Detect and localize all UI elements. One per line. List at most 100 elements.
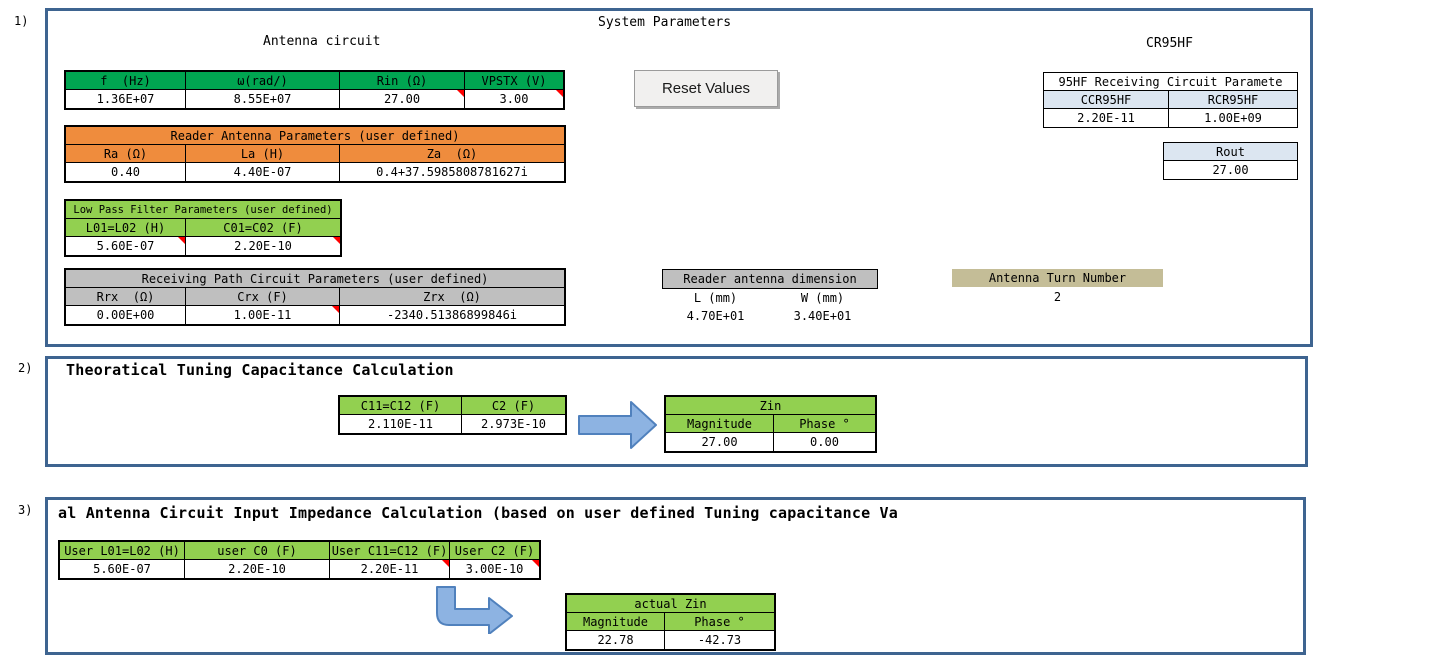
- cell-text: 3.00E-10: [465, 562, 524, 576]
- antenna-dimension-title: Reader antenna dimension: [663, 270, 877, 288]
- comment-indicator: [556, 90, 563, 97]
- cell-user-l01-value[interactable]: 5.60E-07: [60, 560, 185, 578]
- antenna-dimension-values: 4.70E+01 3.40E+01: [662, 307, 876, 325]
- cell-omega-value[interactable]: 8.55E+07: [186, 90, 340, 108]
- cell-c2-value: 2.973E-10: [462, 415, 565, 433]
- comment-indicator: [178, 237, 185, 244]
- header-zin-phase: Phase °: [774, 415, 875, 433]
- header-omega: ω(rad/): [186, 72, 340, 90]
- right-arrow-icon: [578, 399, 658, 455]
- cell-text: 2.20E-11: [360, 562, 419, 576]
- header-c2: C2 (F): [462, 397, 565, 415]
- cell-text: 3.00: [499, 92, 529, 106]
- reset-values-button[interactable]: Reset Values: [634, 70, 778, 107]
- cr95hf-table: 95HF Receiving Circuit Paramete CCR95HF …: [1043, 72, 1298, 128]
- low-pass-title: Low Pass Filter Parameters (user defined…: [66, 201, 340, 219]
- actual-zin-table: actual Zin Magnitude Phase ° 22.78 -42.7…: [565, 593, 776, 651]
- cell-text: 27.00: [383, 92, 421, 106]
- comment-indicator: [457, 90, 464, 97]
- cell-user-c2-value[interactable]: 3.00E-10: [450, 560, 539, 578]
- header-za: Za (Ω): [340, 145, 564, 163]
- cell-crx-value[interactable]: 1.00E-11: [186, 306, 340, 324]
- comment-indicator: [332, 306, 339, 313]
- cell-zin-magnitude: 27.00: [666, 433, 774, 451]
- label-W-mm: W (mm): [800, 291, 845, 305]
- cell-user-c11-value[interactable]: 2.20E-11: [330, 560, 450, 578]
- header-vpstx: VPSTX (V): [465, 72, 563, 90]
- header-actual-zin-magnitude: Magnitude: [567, 613, 665, 631]
- cell-c01-value[interactable]: 2.20E-10: [186, 237, 340, 255]
- antenna-turn-value[interactable]: 2: [1053, 290, 1062, 304]
- antenna-turn-title: Antenna Turn Number: [952, 269, 1163, 287]
- receiving-path-table: Receiving Path Circuit Parameters (user …: [64, 268, 566, 326]
- cell-text: 2.20E-10: [234, 239, 292, 253]
- tuning-capacitance-table: C11=C12 (F) C2 (F) 2.110E-11 2.973E-10: [338, 395, 567, 435]
- section-1-number: 1): [14, 14, 29, 28]
- header-f: f (Hz): [66, 72, 186, 90]
- cell-c11-c12-value: 2.110E-11: [340, 415, 462, 433]
- header-zrx: Zrx (Ω): [340, 288, 564, 306]
- section-2-title: Theoratical Tuning Capacitance Calculati…: [66, 361, 454, 379]
- reader-antenna-table: Reader Antenna Parameters (user defined)…: [64, 125, 566, 183]
- comment-indicator: [442, 560, 449, 567]
- header-l01: L01=L02 (H): [66, 219, 186, 237]
- cell-ra-value[interactable]: 0.40: [66, 163, 186, 181]
- user-capacitance-table: User L01=L02 (H) user C0 (F) User C11=C1…: [58, 540, 541, 580]
- label-L-mm: L (mm): [693, 291, 738, 305]
- cell-rout-value[interactable]: 27.00: [1164, 161, 1297, 179]
- cell-zrx-value: -2340.51386899846i: [340, 306, 564, 324]
- header-rcr95hf: RCR95HF: [1169, 91, 1297, 109]
- cell-f-value[interactable]: 1.36E+07: [66, 90, 186, 108]
- cell-actual-zin-phase: -42.73: [665, 631, 774, 649]
- header-zin-magnitude: Magnitude: [666, 415, 774, 433]
- antenna-circuit-label: Antenna circuit: [263, 34, 381, 49]
- header-crx: Crx (F): [186, 288, 340, 306]
- cell-za-value: 0.4+37.5985808781627i: [340, 163, 564, 181]
- header-user-c11: User C11=C12 (F): [330, 542, 450, 560]
- cell-rin-value[interactable]: 27.00: [340, 90, 465, 108]
- header-c11-c12: C11=C12 (F): [340, 397, 462, 415]
- elbow-arrow-icon: [436, 586, 514, 638]
- cell-rcr95hf-value[interactable]: 1.00E+09: [1169, 109, 1297, 127]
- cell-ccr95hf-value[interactable]: 2.20E-11: [1044, 109, 1169, 127]
- header-ra: Ra (Ω): [66, 145, 186, 163]
- cell-vpstx-value[interactable]: 3.00: [465, 90, 563, 108]
- cell-user-c0-value[interactable]: 2.20E-10: [185, 560, 330, 578]
- header-user-l01: User L01=L02 (H): [60, 542, 185, 560]
- header-user-c0: user C0 (F): [185, 542, 330, 560]
- header-actual-zin-phase: Phase °: [665, 613, 774, 631]
- antenna-dimension-labels: L (mm) W (mm): [662, 289, 876, 307]
- comment-indicator: [532, 560, 539, 567]
- cell-text: 1.00E-11: [233, 308, 292, 322]
- actual-zin-title: actual Zin: [567, 595, 774, 613]
- receiving-path-title: Receiving Path Circuit Parameters (user …: [66, 270, 564, 288]
- rout-table: Rout 27.00: [1163, 142, 1298, 180]
- section-3-number: 3): [18, 503, 33, 517]
- zin-title: Zin: [666, 397, 875, 415]
- header-user-c2: User C2 (F): [450, 542, 539, 560]
- cr95hf-table-title: 95HF Receiving Circuit Paramete: [1044, 73, 1297, 91]
- header-la: La (H): [186, 145, 340, 163]
- cell-actual-zin-magnitude: 22.78: [567, 631, 665, 649]
- cell-text: 5.60E-07: [96, 239, 155, 253]
- cell-zin-phase: 0.00: [774, 433, 875, 451]
- cell-l01-value[interactable]: 5.60E-07: [66, 237, 186, 255]
- rout-title: Rout: [1164, 143, 1297, 161]
- cell-L-value[interactable]: 4.70E+01: [686, 309, 745, 323]
- reader-antenna-title: Reader Antenna Parameters (user defined): [66, 127, 564, 145]
- system-parameters-table: f (Hz) ω(rad/) Rin (Ω) VPSTX (V) 1.36E+0…: [64, 70, 565, 110]
- cell-la-value[interactable]: 4.40E-07: [186, 163, 340, 181]
- header-ccr95hf: CCR95HF: [1044, 91, 1169, 109]
- zin-table: Zin Magnitude Phase ° 27.00 0.00: [664, 395, 877, 453]
- antenna-dimension-header: Reader antenna dimension: [662, 269, 878, 289]
- cr95hf-label: CR95HF: [1146, 36, 1193, 51]
- section-1-title: System Parameters: [598, 15, 732, 30]
- comment-indicator: [333, 237, 340, 244]
- cell-W-value[interactable]: 3.40E+01: [793, 309, 852, 323]
- cell-rrx-value[interactable]: 0.00E+00: [66, 306, 186, 324]
- low-pass-filter-table: Low Pass Filter Parameters (user defined…: [64, 199, 342, 257]
- section-3-title: al Antenna Circuit Input Impedance Calcu…: [58, 504, 898, 522]
- header-c01: C01=C02 (F): [186, 219, 340, 237]
- header-rrx: Rrx (Ω): [66, 288, 186, 306]
